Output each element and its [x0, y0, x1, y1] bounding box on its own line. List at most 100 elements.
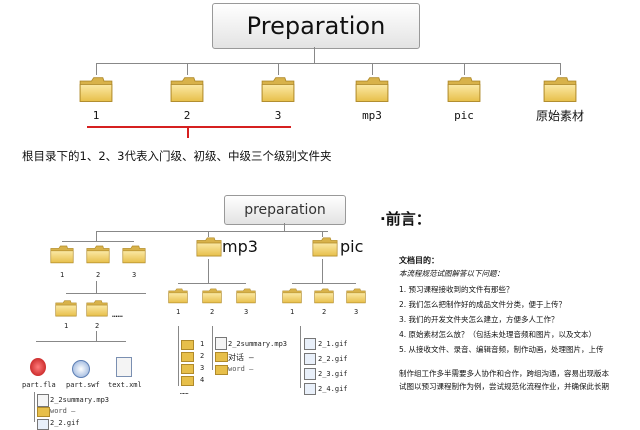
mp3-num: 3	[244, 308, 249, 316]
top-connector-h	[96, 63, 561, 64]
pic-branch-label: pic	[340, 237, 364, 256]
top-connector-v	[314, 47, 315, 63]
mp3-v	[208, 259, 209, 283]
top-drop-1	[96, 63, 97, 75]
mp3-files-v	[212, 326, 213, 370]
folder-icon[interactable]	[50, 244, 74, 264]
mp3-num: 1	[176, 308, 181, 316]
pic-h	[292, 283, 356, 284]
folder-icon[interactable]	[215, 365, 228, 375]
folder-icon[interactable]	[37, 407, 50, 417]
folder-icon[interactable]	[181, 352, 194, 362]
left-bottom-file: 2_2.gif	[50, 419, 80, 427]
folder-icon[interactable]	[215, 352, 228, 362]
fla-file-icon[interactable]	[30, 358, 46, 376]
top-folder-label: pic	[454, 109, 474, 122]
image-file-icon	[37, 419, 49, 430]
left-top-h	[62, 241, 134, 242]
image-file-icon	[304, 338, 316, 350]
folder-icon[interactable]	[181, 364, 194, 374]
image-file-icon	[304, 353, 316, 365]
folder-icon[interactable]	[346, 287, 366, 304]
folder-icon[interactable]	[543, 75, 577, 103]
top-drop-4	[372, 63, 373, 75]
left-bottom-folder: word —	[50, 407, 76, 415]
tree-connector-v	[284, 223, 285, 231]
doc-paragraph: 试图以预习课程制作为例，尝试规范化流程作业，并确保此长期	[399, 382, 609, 391]
top-folder-label: 1	[92, 109, 100, 122]
pic-files-v	[300, 326, 301, 388]
folder-icon[interactable]	[181, 340, 194, 350]
pic-file: 2_4.gif	[318, 385, 348, 393]
audio-file-icon	[215, 337, 227, 350]
red-bracket-stem	[187, 126, 189, 138]
tree-title: preparation	[244, 202, 326, 218]
tree-drop-pic	[322, 231, 323, 237]
doc-item: 3. 我们的开发文件夹怎么建立，方便多人工作？	[399, 315, 559, 324]
top-drop-6	[560, 63, 561, 75]
pic-file: 2_1.gif	[318, 340, 348, 348]
mp3-file: 2_2summary.mp3	[228, 340, 288, 348]
folder-icon[interactable]	[202, 287, 222, 304]
left-files-h	[36, 341, 126, 342]
folder-icon[interactable]	[86, 299, 108, 317]
folder-icon[interactable]	[168, 287, 188, 304]
pic-file: 2_2.gif	[318, 355, 348, 363]
left-bottom-v	[34, 392, 35, 422]
folder-icon[interactable]	[170, 75, 204, 103]
top-title: Preparation	[246, 12, 386, 40]
folder-icon[interactable]	[196, 236, 222, 257]
mp3-list-item: 1	[200, 340, 205, 348]
doc-item: 5. 从接收文件、录音、编辑音频，制作动画，处理图片，上传	[399, 345, 604, 354]
left-mid-label: 1	[64, 322, 69, 330]
doc-heading: ·前言：	[380, 210, 431, 228]
folder-icon[interactable]	[86, 244, 110, 264]
doc-item: 4. 原始素材怎么放？（包括未处理音频和图片，以及文本）	[399, 330, 597, 339]
folder-icon[interactable]	[236, 287, 256, 304]
pic-v	[322, 259, 323, 283]
mp3-list-item: 3	[200, 364, 205, 372]
left-mid-label: 2	[95, 322, 100, 330]
left-top-label: 2	[96, 271, 101, 279]
mp3-list-v	[178, 326, 179, 386]
tree-drop-left	[96, 231, 97, 241]
mp3-branch-label: mp3	[222, 237, 258, 256]
folder-icon[interactable]	[355, 75, 389, 103]
left-mid-ellipsis: ……	[112, 310, 123, 320]
left-top-label: 3	[132, 271, 137, 279]
mp3-folder: word —	[228, 365, 254, 373]
top-drop-5	[464, 63, 465, 75]
top-title-box: Preparation	[212, 3, 420, 49]
folder-icon[interactable]	[282, 287, 302, 304]
folder-icon[interactable]	[79, 75, 113, 103]
pic-num: 2	[322, 308, 327, 316]
mp3-folder: 对话 —	[228, 353, 254, 362]
folder-icon[interactable]	[314, 287, 334, 304]
mp3-list-ellipsis: ……	[180, 388, 189, 396]
mp3-list-item: 4	[200, 376, 205, 384]
top-drop-3	[278, 63, 279, 75]
doc-item: 2. 我们怎么把制作好的成品文件分类，便于上传？	[399, 300, 567, 309]
folder-icon[interactable]	[181, 376, 194, 386]
left-mid-h	[66, 293, 146, 294]
folder-icon[interactable]	[312, 236, 338, 257]
pic-num: 3	[354, 308, 359, 316]
swf-file-icon[interactable]	[72, 360, 90, 378]
top-folder-label: mp3	[362, 109, 382, 122]
pic-num: 1	[290, 308, 295, 316]
left-file-label: part.fla	[22, 381, 56, 389]
left-bottom-file: 2_2summary.mp3	[50, 396, 110, 404]
xml-file-icon[interactable]	[116, 357, 132, 377]
left-file-label: text.xml	[108, 381, 142, 389]
folder-icon[interactable]	[55, 299, 77, 317]
top-folder-label: 2	[183, 109, 191, 122]
top-folder-label: 3	[274, 109, 282, 122]
pic-file: 2_3.gif	[318, 370, 348, 378]
folder-icon[interactable]	[261, 75, 295, 103]
folder-icon[interactable]	[122, 244, 146, 264]
top-drop-2	[187, 63, 188, 75]
top-note: 根目录下的1、2、3代表入门级、初级、中级三个级别文件夹	[22, 149, 332, 163]
folder-icon[interactable]	[447, 75, 481, 103]
mp3-list-item: 2	[200, 352, 205, 360]
mp3-h	[178, 283, 246, 284]
